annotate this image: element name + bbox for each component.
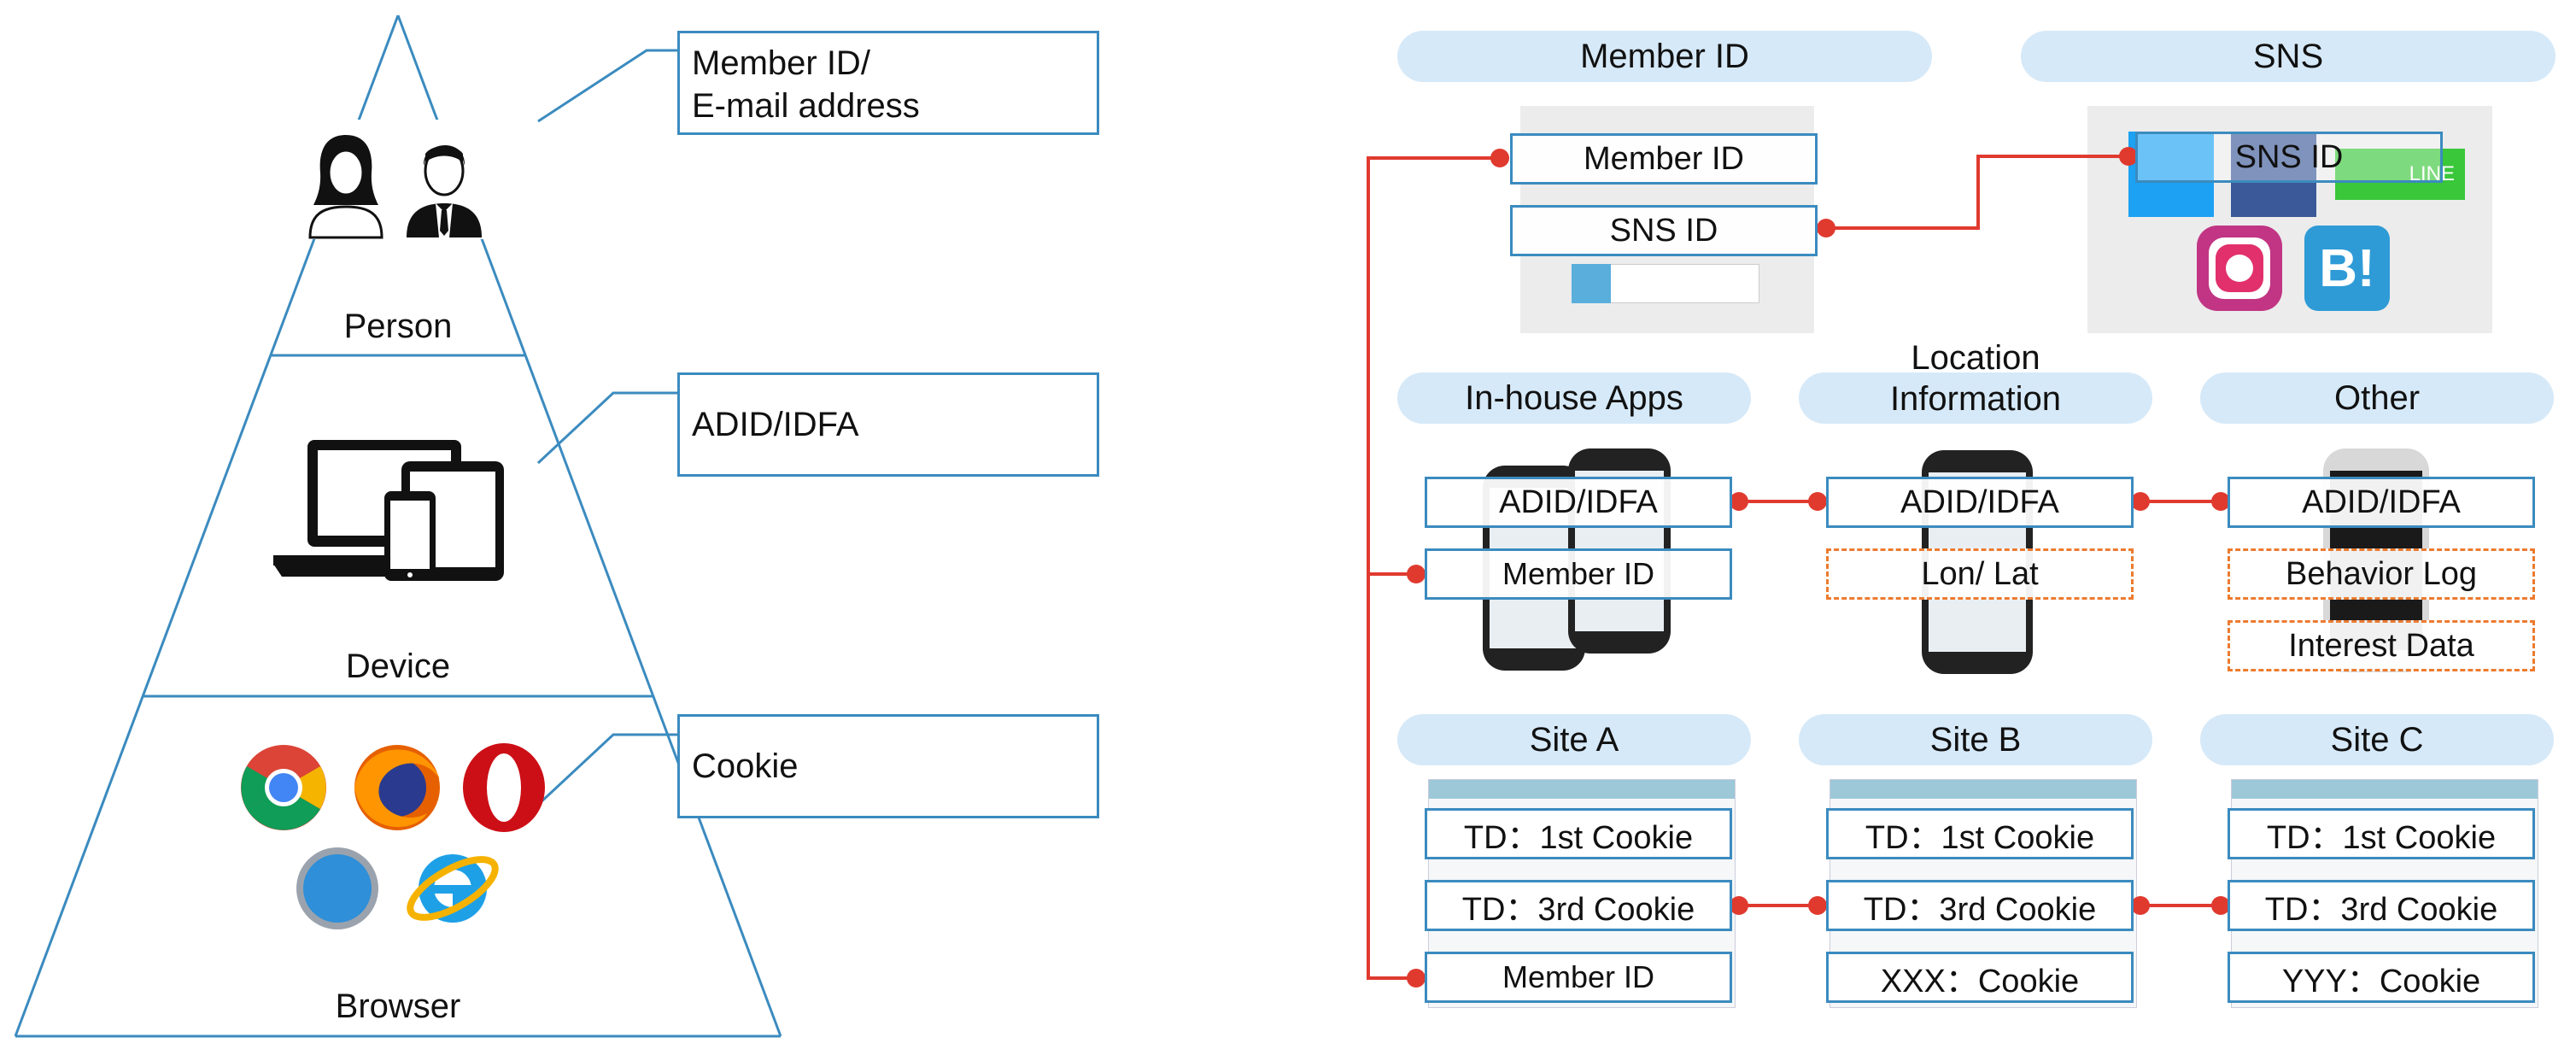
- safari-icon: [296, 847, 378, 929]
- site-b-xxx-cookie-box: XXX：Cookie: [1826, 952, 2134, 1003]
- layer-label-browser: Browser: [335, 988, 461, 1025]
- header-location-line1: Location: [1911, 339, 2040, 377]
- site-b-3rd-cookie-box: TD：3rd Cookie: [1826, 880, 2134, 931]
- opera-icon: [463, 743, 545, 832]
- chrome-icon: [241, 745, 326, 830]
- layer-label-person: Person: [343, 308, 453, 345]
- site-a-3rd-cookie-box: TD：3rd Cookie: [1425, 880, 1732, 931]
- twitter-icon: [2128, 132, 2214, 217]
- layer-label-device: Device: [345, 648, 451, 685]
- header-sns: SNS: [2021, 31, 2556, 82]
- callout-member-line1: Member ID/: [692, 44, 870, 82]
- facebook-icon: [2231, 132, 2316, 217]
- site-c-3rd-cookie-box: TD：3rd Cookie: [2228, 880, 2535, 931]
- internet-explorer-icon: [407, 854, 499, 923]
- callout-member-id: Member ID/ E-mail address: [677, 31, 1099, 135]
- callout-leader-cookie: [536, 733, 677, 806]
- callout-cookie: Cookie: [677, 714, 1099, 818]
- site-a-member-id-box: Member ID: [1425, 952, 1732, 1003]
- header-location-line2: Information: [1889, 380, 2062, 418]
- header-site-b: Site B: [1799, 714, 2152, 765]
- device-icons: [273, 436, 521, 581]
- callout-leader-adid: [536, 391, 677, 465]
- site-c-yyy-cookie-box: YYY：Cookie: [2228, 952, 2535, 1003]
- member-sns-id-box: SNS ID: [1510, 205, 1818, 256]
- site-b-1st-cookie-box: TD：1st Cookie: [1826, 808, 2134, 859]
- header-member-id: Member ID: [1397, 31, 1932, 82]
- other-behavior-log-box: Behavior Log: [2228, 548, 2535, 600]
- other-interest-data-box: Interest Data: [2228, 620, 2535, 671]
- line-icon: LINE: [2335, 149, 2465, 200]
- header-location-information: Location Information: [1799, 339, 2152, 424]
- header-in-house-apps: In-house Apps: [1397, 372, 1751, 424]
- apps-member-id-box: Member ID: [1425, 548, 1732, 600]
- browser-icons: [239, 743, 564, 931]
- firefox-icon: [354, 745, 440, 830]
- location-lon-lat-box: Lon/ Lat: [1826, 548, 2134, 600]
- callout-cookie-line1: Cookie: [692, 747, 799, 785]
- hatena-bookmark-icon: B!: [2304, 226, 2390, 311]
- callout-leader-member: [537, 49, 677, 123]
- site-a-1st-cookie-box: TD：1st Cookie: [1425, 808, 1732, 859]
- sns-sns-id-box: SNS ID: [2135, 132, 2443, 183]
- sns-logos-screenshot: LINE B!: [2087, 106, 2492, 333]
- woman-user-icon: [303, 128, 389, 239]
- instagram-icon: [2197, 226, 2282, 311]
- man-user-icon: [401, 128, 487, 239]
- header-other: Other: [2200, 372, 2554, 424]
- other-adid-box: ADID/IDFA: [2228, 477, 2535, 528]
- header-site-a: Site A: [1397, 714, 1751, 765]
- apps-adid-box: ADID/IDFA: [1425, 477, 1732, 528]
- callout-member-line2: E-mail address: [692, 87, 920, 125]
- callout-adid-line1: ADID/IDFA: [692, 406, 859, 443]
- member-member-id-box: Member ID: [1510, 133, 1818, 185]
- callout-adid: ADID/IDFA: [677, 372, 1099, 477]
- smartphone-icon: [384, 491, 436, 581]
- location-adid-box: ADID/IDFA: [1826, 477, 2134, 528]
- header-site-c: Site C: [2200, 714, 2554, 765]
- site-c-1st-cookie-box: TD：1st Cookie: [2228, 808, 2535, 859]
